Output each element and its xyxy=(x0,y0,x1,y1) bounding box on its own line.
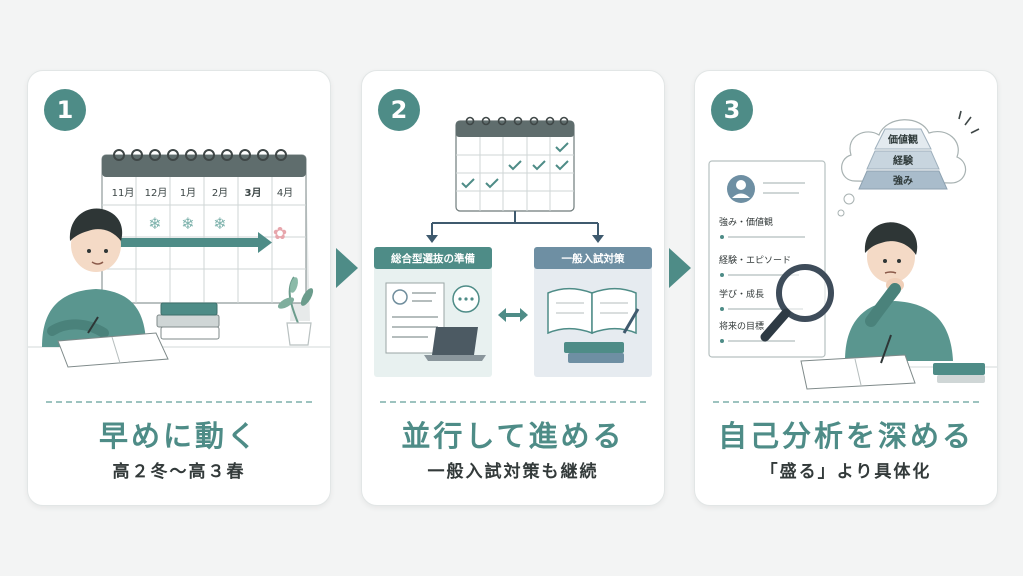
checkmark-icon xyxy=(461,142,569,189)
pen-icon xyxy=(622,308,640,334)
idea-lines-icon xyxy=(958,110,980,134)
student-figure xyxy=(845,222,953,361)
parallel-prep-illustration: 総合型選抜の準備 一般入試対策 xyxy=(374,116,652,377)
svg-text:❄: ❄ xyxy=(181,214,194,233)
plant-icon xyxy=(277,276,314,346)
magnifier-icon xyxy=(760,264,834,342)
pyramid-level: 経験 xyxy=(893,154,914,167)
step-arrow-icon xyxy=(669,248,691,288)
profile-item: 強み・価値観 xyxy=(719,216,773,228)
card-divider xyxy=(713,401,979,403)
card-divider xyxy=(46,401,312,403)
double-arrow-icon xyxy=(498,308,528,322)
calendar-month-label: 3月 xyxy=(245,187,262,199)
notebook-icon xyxy=(800,354,916,390)
pyramid-level: 価値観 xyxy=(887,133,918,146)
book-stack-icon xyxy=(564,342,624,363)
calendar-month-label: 2月 xyxy=(212,187,228,199)
calendar xyxy=(455,116,575,212)
profile-item: 経験・エピソード xyxy=(719,254,791,266)
profile-item: 将来の目標 xyxy=(719,320,764,332)
step-card-1: 1 11月 12月 1月 2月 3月 4月 ❄ ❄ ❄ xyxy=(27,70,331,506)
step-arrow-icon xyxy=(336,248,358,288)
branch-arrow xyxy=(431,211,599,237)
step-title: 並行して進める xyxy=(401,419,625,453)
self-analysis-illustration: 強み・価値観 経験・エピソード 学び・成長 将来の目標 価値観 経験 強み xyxy=(708,110,997,390)
profile-item: 学び・成長 xyxy=(719,288,764,300)
avatar-icon xyxy=(727,175,755,203)
step-number-badge: 3 xyxy=(711,89,753,131)
card-divider xyxy=(380,401,646,403)
step-number-badge: 1 xyxy=(44,89,86,131)
step-title: 早めに動く xyxy=(98,419,259,453)
panel-label-comprehensive: 総合型選抜の準備 xyxy=(391,252,475,265)
notebook-icon xyxy=(57,332,169,368)
step-card-3: 3 強み・価値観 経験・エピソード 学び・成長 将来の目標 xyxy=(694,70,998,506)
timeline-arrow xyxy=(108,238,258,247)
step-title: 自己分析を深める xyxy=(717,419,974,453)
step-subtitle: 高２冬〜高３春 xyxy=(112,462,246,482)
book-stack-icon xyxy=(933,363,985,383)
early-start-illustration: 11月 12月 1月 2月 3月 4月 ❄ ❄ ❄ ✿ xyxy=(28,149,330,368)
svg-text:❄: ❄ xyxy=(213,214,226,233)
student-figure xyxy=(42,208,146,347)
svg-text:❄: ❄ xyxy=(148,214,161,233)
calendar-month-label: 12月 xyxy=(145,187,168,199)
step-number-badge: 2 xyxy=(378,89,420,131)
calendar-rings xyxy=(113,149,287,161)
chat-bubble-icon xyxy=(452,285,480,313)
calendar-month-label: 1月 xyxy=(180,187,196,199)
step-card-2: 2 総合型選 xyxy=(361,70,665,506)
pen-icon xyxy=(880,334,892,364)
pyramid-level: 強み xyxy=(893,174,913,187)
snowflake-icon: ❄ ❄ ❄ xyxy=(148,214,226,233)
step-subtitle: 一般入試対策も継続 xyxy=(427,462,599,482)
pyramid-diagram: 価値観 経験 強み xyxy=(858,128,948,190)
calendar-month-label: 11月 xyxy=(112,187,135,199)
cherry-blossom-icon: ✿ xyxy=(273,224,287,244)
panel-label-general: 一般入試対策 xyxy=(562,252,625,265)
open-book-icon xyxy=(547,287,637,335)
step-subtitle: 「盛る」より具体化 xyxy=(760,462,932,482)
calendar-month-label: 4月 xyxy=(277,187,293,199)
book-stack-icon xyxy=(156,302,220,340)
laptop-icon xyxy=(424,327,486,361)
